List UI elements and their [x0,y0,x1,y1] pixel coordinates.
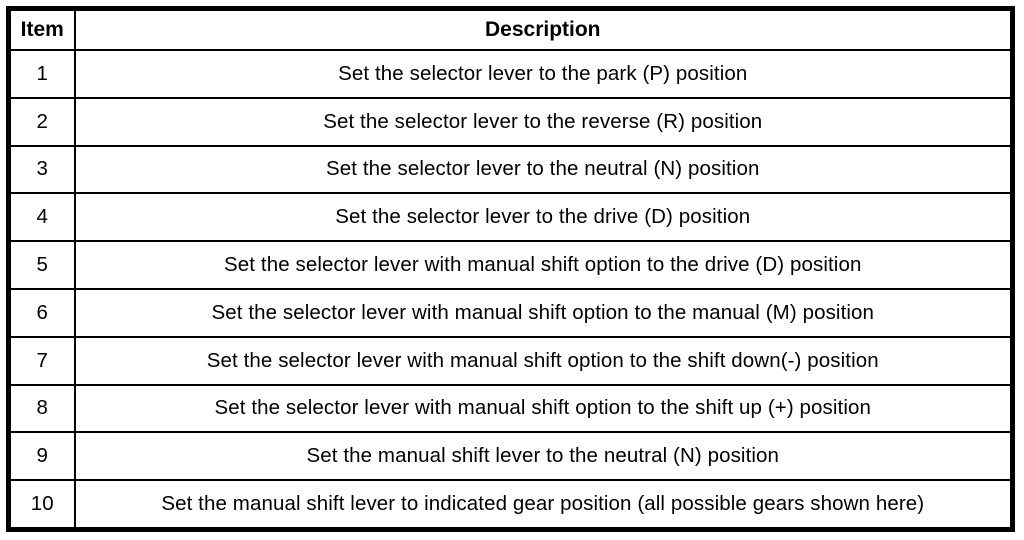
table-row: 1 Set the selector lever to the park (P)… [7,49,1014,99]
table-row: 10 Set the manual shift lever to indicat… [7,479,1014,531]
table-row: 4 Set the selector lever to the drive (D… [7,192,1014,243]
table-row: 7 Set the selector lever with manual shi… [7,335,1014,386]
procedure-table: Item Description 1 Set the selector leve… [6,6,1015,532]
description-cell: Set the manual shift lever to the neutra… [73,431,1014,482]
table-row: 3 Set the selector lever to the neutral … [7,144,1014,195]
header-row: Item Description [7,7,1014,51]
table-row: 6 Set the selector lever with manual shi… [7,287,1014,338]
column-header-description: Description [73,7,1014,51]
description-cell: Set the selector lever to the drive (D) … [73,192,1014,243]
item-cell: 7 [7,335,76,386]
item-cell: 6 [7,287,76,338]
description-cell: Set the manual shift lever to indicated … [73,479,1014,531]
item-cell: 5 [7,240,76,290]
table-row: 8 Set the selector lever with manual shi… [7,383,1014,434]
description-cell: Set the selector lever to the neutral (N… [73,144,1014,195]
item-cell: 8 [7,383,76,434]
item-cell: 2 [7,96,76,147]
description-cell: Set the selector lever to the reverse (R… [73,96,1014,147]
table-row: 2 Set the selector lever to the reverse … [7,96,1014,147]
table-row: 5 Set the selector lever with manual shi… [7,240,1014,290]
table-body: 1 Set the selector lever to the park (P)… [7,49,1014,531]
item-cell: 3 [7,144,76,195]
item-cell: 1 [7,49,76,99]
item-cell: 9 [7,431,76,482]
item-cell: 4 [7,192,76,243]
description-cell: Set the selector lever to the park (P) p… [73,49,1014,99]
description-cell: Set the selector lever with manual shift… [73,335,1014,386]
description-cell: Set the selector lever with manual shift… [73,287,1014,338]
item-cell: 10 [7,479,76,531]
table-header: Item Description [7,7,1014,51]
column-header-item: Item [7,7,76,51]
table-row: 9 Set the manual shift lever to the neut… [7,431,1014,482]
description-cell: Set the selector lever with manual shift… [73,383,1014,434]
description-cell: Set the selector lever with manual shift… [73,240,1014,290]
procedure-table-container: Item Description 1 Set the selector leve… [6,6,1015,532]
